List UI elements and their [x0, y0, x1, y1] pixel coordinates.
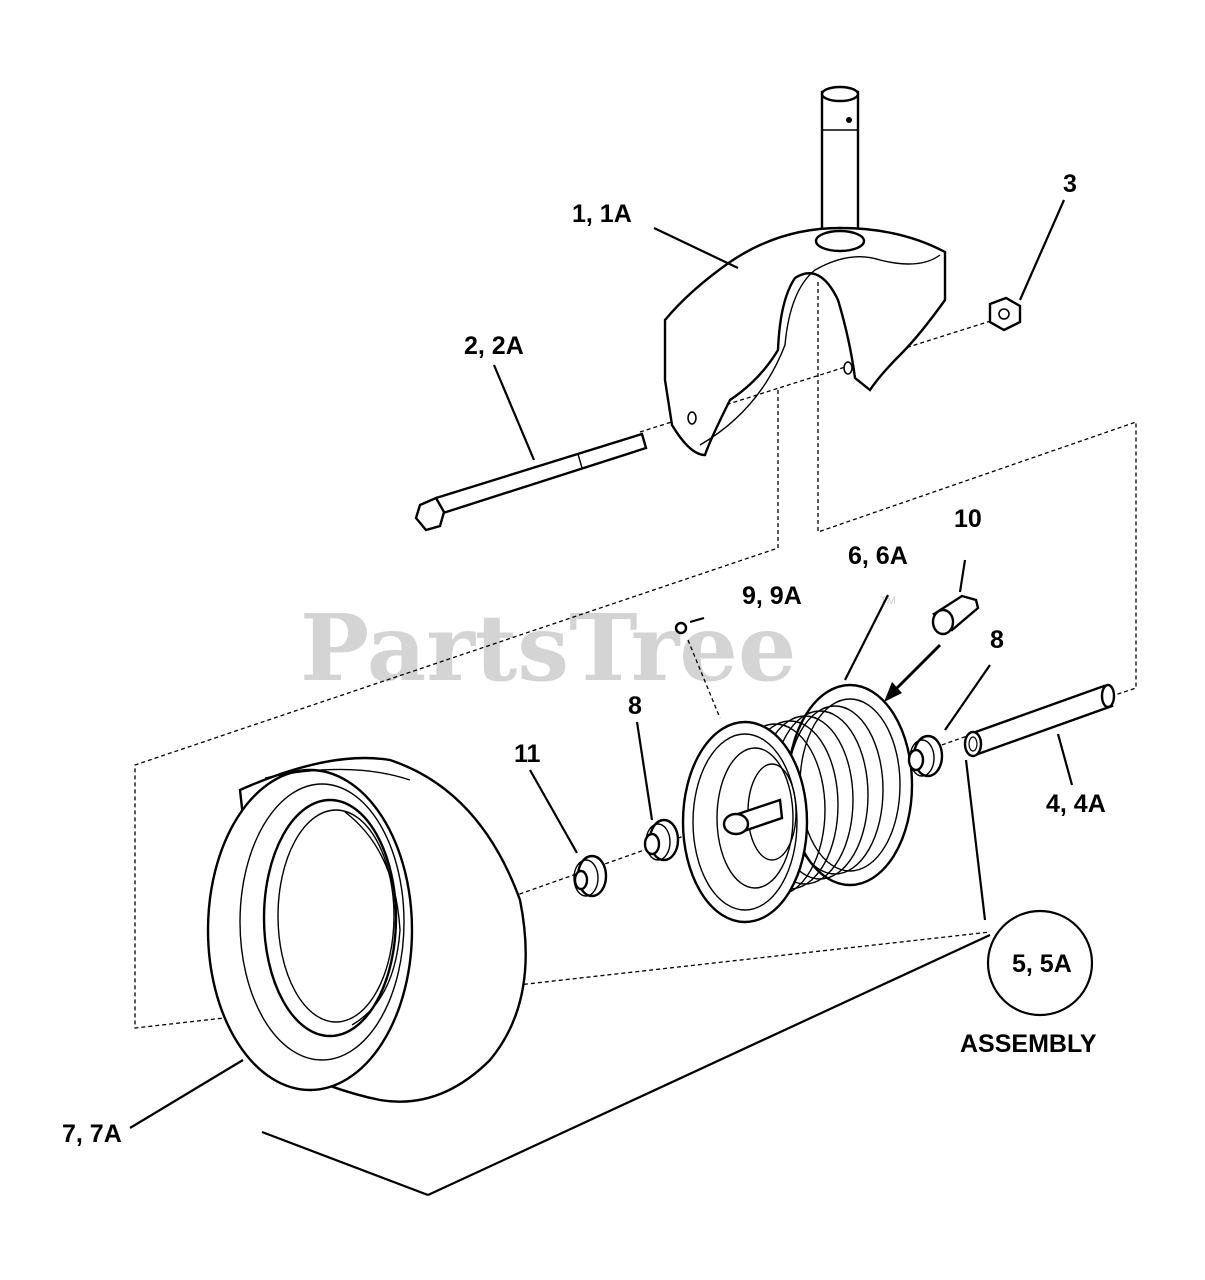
grease-fitting	[674, 621, 688, 635]
leader-lines	[129, 199, 1074, 1197]
callout-fitting: 9, 9A	[742, 582, 802, 610]
watermark-text: PartsTree	[300, 594, 796, 702]
callout-yoke: 1, 1A	[572, 200, 632, 228]
callout-valve-stem: 10	[954, 505, 982, 533]
bearing-left	[643, 818, 680, 862]
tire	[206, 756, 527, 1103]
callout-tire: 7, 7A	[62, 1120, 122, 1148]
callout-bearing-left: 8	[628, 692, 642, 720]
callout-assembly: 5, 5A	[1012, 950, 1072, 978]
valve-stem	[931, 594, 980, 636]
callout-washer: 11	[514, 740, 541, 768]
callout-bearing-right: 8	[990, 626, 1004, 654]
callout-locknut: 3	[1063, 170, 1077, 198]
spacer-tube	[963, 683, 1116, 758]
lock-nut	[988, 296, 1022, 332]
callout-bolt: 2, 2A	[464, 332, 524, 360]
bearing-right	[907, 734, 944, 778]
install-arrow	[884, 643, 942, 702]
assembly-callout-circle	[986, 909, 1094, 1017]
wheel-rim	[681, 683, 914, 924]
callout-rim: 6, 6A	[848, 542, 908, 570]
caster-yoke	[663, 85, 947, 457]
axle-bolt	[414, 432, 648, 532]
callout-assembly-caption: ASSEMBLY	[960, 1030, 1097, 1058]
washer	[573, 854, 608, 898]
callout-spacer: 4, 4A	[1046, 790, 1106, 818]
